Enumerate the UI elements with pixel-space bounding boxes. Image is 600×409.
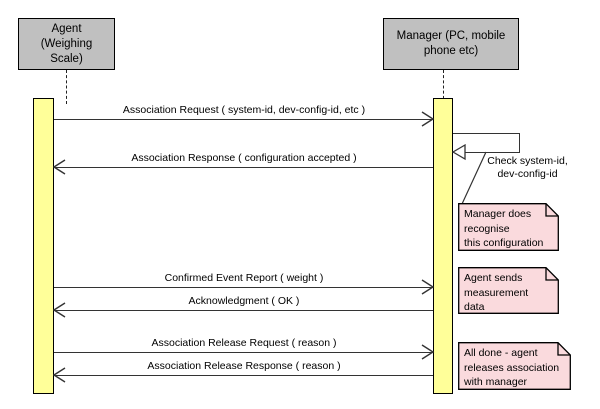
message-label-m1: Association Request ( system-id, dev-con… bbox=[122, 104, 366, 116]
participant-agent-label: Agent (Weighing Scale) bbox=[40, 22, 93, 65]
message-line-m4 bbox=[54, 310, 433, 311]
arrowhead-self-message bbox=[452, 144, 466, 161]
message-line-m6 bbox=[54, 375, 433, 376]
message-label-m3: Confirmed Event Report ( weight ) bbox=[164, 272, 324, 284]
arrowhead-m6 bbox=[53, 367, 66, 383]
arrowhead-m1 bbox=[421, 111, 435, 127]
note-connector-n1 bbox=[461, 151, 487, 205]
note-all-done-release: All done - agent releases association wi… bbox=[458, 342, 571, 390]
participant-agent[interactable]: Agent (Weighing Scale) bbox=[18, 18, 115, 70]
participant-manager[interactable]: Manager (PC, mobile phone etc) bbox=[383, 18, 519, 70]
arrowhead-m4 bbox=[53, 302, 66, 318]
message-line-m2 bbox=[54, 167, 433, 168]
note-text-n3: All done - agent releases association wi… bbox=[464, 347, 560, 388]
participant-manager-label: Manager (PC, mobile phone etc) bbox=[396, 30, 506, 57]
self-message-label: Check system-id, dev-config-id bbox=[487, 155, 568, 180]
arrowhead-m2 bbox=[53, 159, 66, 175]
lifeline-manager bbox=[443, 70, 444, 104]
arrowhead-m3 bbox=[421, 279, 435, 295]
note-text-n1: Manager does recognise this configuratio… bbox=[464, 208, 544, 249]
message-label-m6: Association Release Response ( reason ) bbox=[147, 360, 341, 372]
arrowhead-m5 bbox=[421, 344, 435, 360]
self-message-top-segment bbox=[453, 133, 520, 134]
message-label-m5: Association Release Request ( reason ) bbox=[151, 337, 337, 349]
message-line-m3 bbox=[54, 287, 433, 288]
lifeline-agent bbox=[66, 70, 67, 104]
message-line-m5 bbox=[54, 352, 433, 353]
activation-bar-agent bbox=[33, 98, 54, 394]
message-label-m2: Association Response ( configuration acc… bbox=[131, 152, 357, 164]
message-label-m4: Acknowledgment ( OK ) bbox=[188, 295, 300, 307]
self-message-bottom-segment bbox=[464, 152, 520, 153]
self-message-right-segment bbox=[519, 133, 520, 152]
activation-bar-manager bbox=[433, 98, 453, 394]
note-agent-sends-measurement: Agent sends measurement data bbox=[458, 267, 559, 314]
note-text-n2: Agent sends measurement data bbox=[464, 272, 529, 313]
message-line-m1 bbox=[54, 119, 433, 120]
note-manager-recognises: Manager does recognise this configuratio… bbox=[458, 203, 559, 251]
